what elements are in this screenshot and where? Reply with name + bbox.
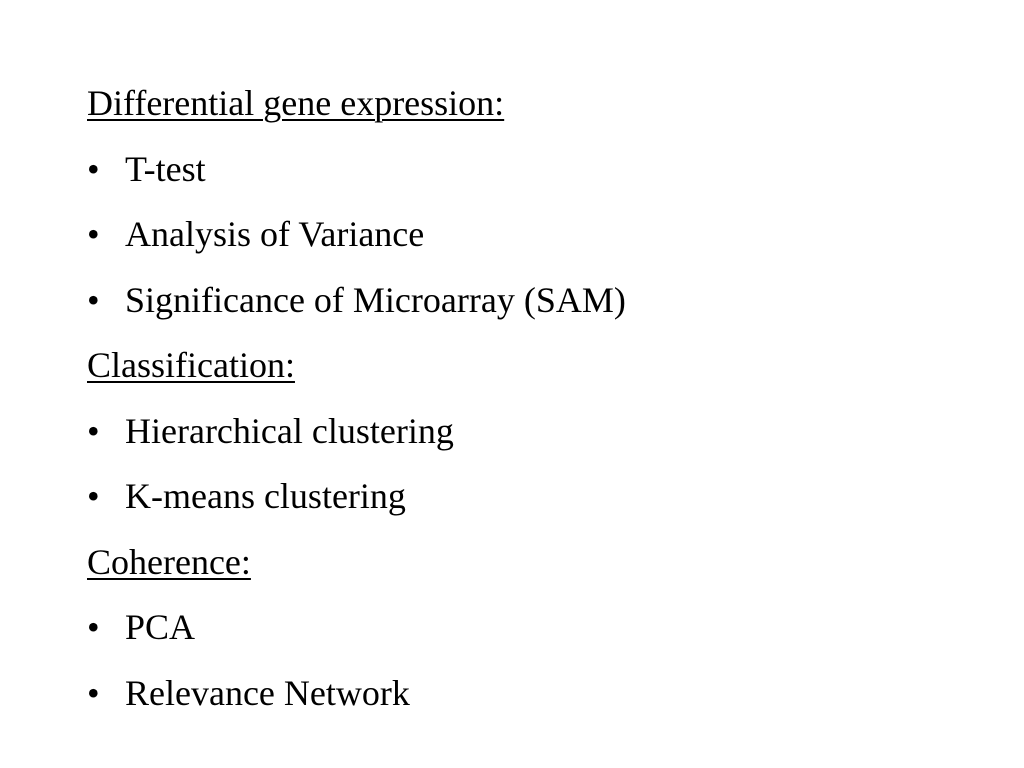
list-item-k-means-clustering: • K-means clustering [87, 469, 987, 535]
bullet-icon: • [87, 672, 100, 713]
section-heading-coherence: Coherence: [87, 541, 251, 582]
list-item-label: Analysis of Variance [125, 214, 425, 254]
bullet-icon: • [87, 607, 100, 647]
bullet-icon: • [87, 148, 100, 189]
list-item-hierarchical-clustering: • Hierarchical clustering [87, 404, 987, 470]
list-item-pca: • PCA [87, 600, 987, 666]
bullet-icon: • [87, 214, 100, 254]
section-heading-classification: Classification: [87, 345, 295, 385]
bullet-icon: • [87, 476, 100, 516]
list-item-label: T-test [125, 148, 206, 189]
list-item-relevance-network: • Relevance Network [87, 666, 987, 732]
bullet-icon: • [87, 410, 100, 451]
list-item-t-test: • T-test [87, 142, 987, 208]
list-item-sam: • Significance of Microarray (SAM) [87, 273, 987, 339]
list-item-label: K-means clustering [125, 476, 406, 516]
bullet-icon: • [87, 279, 100, 320]
list-item-label: Significance of Microarray (SAM) [125, 279, 626, 320]
slide-content: Differential gene expression: • T-test •… [87, 76, 987, 731]
list-item-label: PCA [125, 607, 196, 647]
section-heading-differential-expression: Differential gene expression: [87, 83, 505, 123]
list-item-label: Hierarchical clustering [125, 410, 454, 451]
list-item-label: Relevance Network [125, 672, 410, 713]
list-item-anova: • Analysis of Variance [87, 207, 987, 273]
